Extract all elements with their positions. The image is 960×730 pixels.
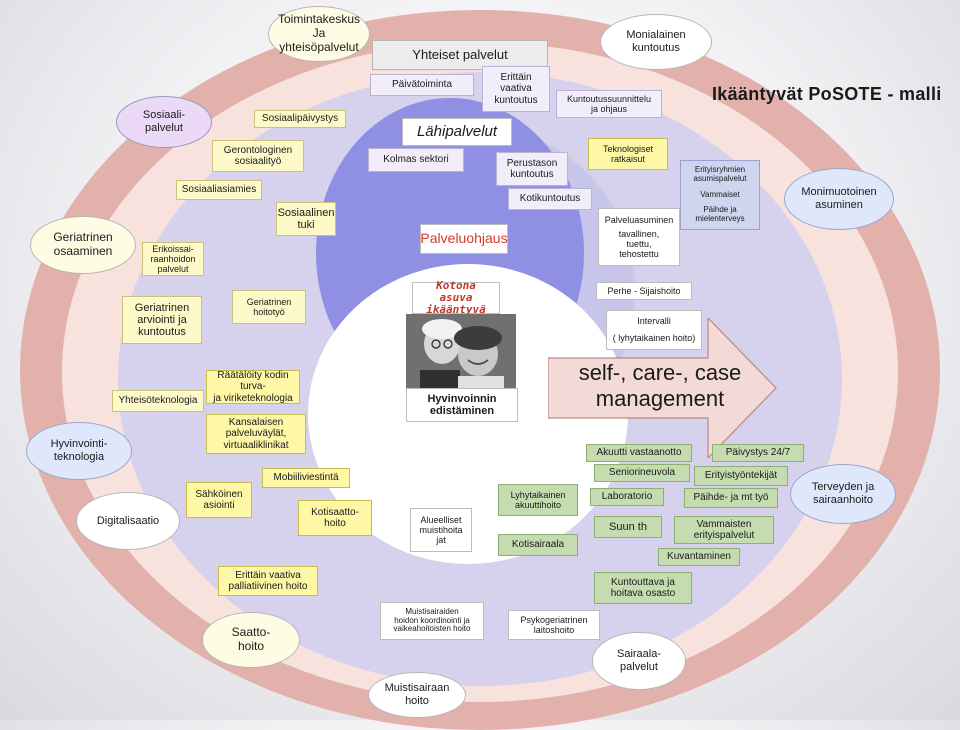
page-title: Ikääntyvät PoSOTE - malli	[712, 84, 942, 104]
hyvinvointiteknologia-bubble: Hyvinvointi- teknologia	[26, 422, 132, 480]
geriatrinen-arviointi-box: Geriatrinen arviointi ja kuntoutus	[122, 296, 202, 344]
hyvinvoinnin-edistaminen-box: Hyvinvoinnin edistäminen	[406, 388, 518, 422]
raataloity-box: Räätälöity kodin turva- ja viriketeknolo…	[206, 370, 300, 404]
sosiaalinen-tuki-box: Sosiaalinen tuki	[276, 202, 336, 236]
kotona-asuva-box: Kotona asuva ikääntyvä	[412, 279, 500, 316]
teknologiset-ratkaisut-box: Teknologiset ratkaisut	[588, 138, 668, 170]
paihde-label: Päihde ja mielenterveys	[695, 204, 745, 223]
seniorineuvola-box: Seniorineuvola	[594, 464, 690, 482]
lyhytaikainen-akuuttihoito-box: Lyhytaikainen akuuttihoito	[498, 484, 578, 516]
mobiiliviestinta-box: Mobiiliviestintä	[262, 468, 350, 488]
kuntoutussuunnittelu-box: Kuntoutussuunnittelu ja ohjaus	[556, 90, 662, 118]
kolmas-sektori-box: Kolmas sektori	[368, 148, 464, 172]
palliatiivinen-box: Erittäin vaativa palliatiivinen hoito	[218, 566, 318, 596]
sosiaalipalvelut-bubble: Sosiaali- palvelut	[116, 96, 212, 148]
yhteiset-palvelut-label: Yhteiset palvelut	[372, 40, 548, 70]
kotikuntoutus-box: Kotikuntoutus	[508, 188, 592, 210]
palveluasuminen-sub: tavallinen, tuettu, tehostettu	[618, 228, 660, 260]
paihde-mt-box: Päihde- ja mt työ	[684, 488, 778, 508]
yhteisoteknologia-box: Yhteisöteknologia	[112, 390, 204, 412]
lahipalvelut-box: Lähipalvelut	[402, 118, 512, 146]
kuntouttava-osasto-box: Kuntouttava ja hoitava osasto	[594, 572, 692, 604]
monimuotoinen-bubble: Monimuotoinen asuminen	[784, 168, 894, 230]
perustason-kuntoutus-box: Perustason kuntoutus	[496, 152, 568, 186]
monialainen-line2: kuntoutus	[632, 42, 680, 54]
intervalli-label: Intervalli	[637, 316, 671, 327]
vammaisten-box: Vammaisten erityispalvelut	[674, 516, 774, 544]
kansalaisen-box: Kansalaisen palveluväylät, virtuaaliklin…	[206, 414, 306, 454]
erityisryhmien-box: Erityisryhmien asumispalvelut Vammaiset …	[680, 160, 760, 230]
kotisairaala-box: Kotisairaala	[498, 534, 578, 556]
akuutti-vastaanotto-box: Akuutti vastaanotto	[586, 444, 692, 462]
vammaiset-label: Vammaiset	[700, 189, 740, 199]
monialainen-bubble: Monialainen kuntoutus	[600, 14, 712, 70]
gerontologinen-box: Gerontologinen sosiaalityö	[212, 140, 304, 172]
erikoissairaanhoidon-box: Erikoissai- raanhoidon palvelut	[142, 242, 204, 276]
digitalisaatio-bubble: Digitalisaatio	[76, 492, 180, 550]
paivatoiminta-box: Päivätoiminta	[370, 74, 474, 96]
palveluasuminen-box: Palveluasuminen tavallinen, tuettu, teho…	[598, 208, 680, 266]
alueelliset-box: Alueelliset muistihoita jat	[410, 508, 472, 552]
saattohoito-bubble: Saatto- hoito	[202, 612, 300, 668]
terveyden-bubble: Terveyden ja sairaanhoito	[790, 464, 896, 524]
kuvantaminen-box: Kuvantaminen	[658, 548, 740, 566]
psykogeriatrinen-box: Psykogeriatrinen laitoshoito	[508, 610, 600, 640]
muistisairaiden-box: Muistisairaiden hoidon koordinointi ja v…	[380, 602, 484, 640]
erittain-vaativa-kuntoutus-box: Erittäin vaativa kuntoutus	[482, 66, 550, 112]
geriatrinen-osaaminen-bubble: Geriatrinen osaaminen	[30, 216, 136, 274]
geriatrinen-hoitotyo-box: Geriatrinen hoitotyö	[232, 290, 306, 324]
self-care-arrow	[548, 318, 777, 458]
sosiaalipaivystys-box: Sosiaalipäivystys	[254, 110, 346, 128]
intervalli-box: Intervalli ( lyhytaikainen hoito)	[606, 310, 702, 350]
palveluasuminen-label: Palveluasuminen	[604, 214, 674, 225]
sosiaaliasiamies-box: Sosiaaliasiamies	[176, 180, 262, 200]
elderly-couple-photo	[406, 314, 516, 394]
perhe-sijaishoito-box: Perhe - Sijaishoito	[596, 282, 692, 300]
paivystys-box: Päivystys 24/7	[712, 444, 804, 462]
sairaalapalvelut-bubble: Sairaala- palvelut	[592, 632, 686, 690]
erityisryhmien-label: Erityisryhmien asumispalvelut	[693, 165, 747, 184]
lyhytaikainen-label: ( lyhytaikainen hoito)	[612, 333, 696, 344]
kotisaattohoito-box: Kotisaatto- hoito	[298, 500, 372, 536]
toimintakeskus-bubble: Toimintakeskus Ja yhteisöpalvelut	[268, 6, 370, 62]
self-care-management-text: self-, care-, case management	[578, 360, 742, 412]
monialainen-line1: Monialainen	[626, 29, 686, 42]
palveluohjaus-box: Palveluohjaus	[420, 224, 508, 254]
muistisairaan-hoito-bubble: Muistisairaan hoito	[368, 672, 466, 718]
erityistyontekijat-box: Erityistyöntekijät	[694, 466, 788, 486]
laboratorio-box: Laboratorio	[590, 488, 664, 506]
sahkoinen-asiointi-box: Sähköinen asiointi	[186, 482, 252, 518]
suun-th-box: Suun th	[594, 516, 662, 538]
